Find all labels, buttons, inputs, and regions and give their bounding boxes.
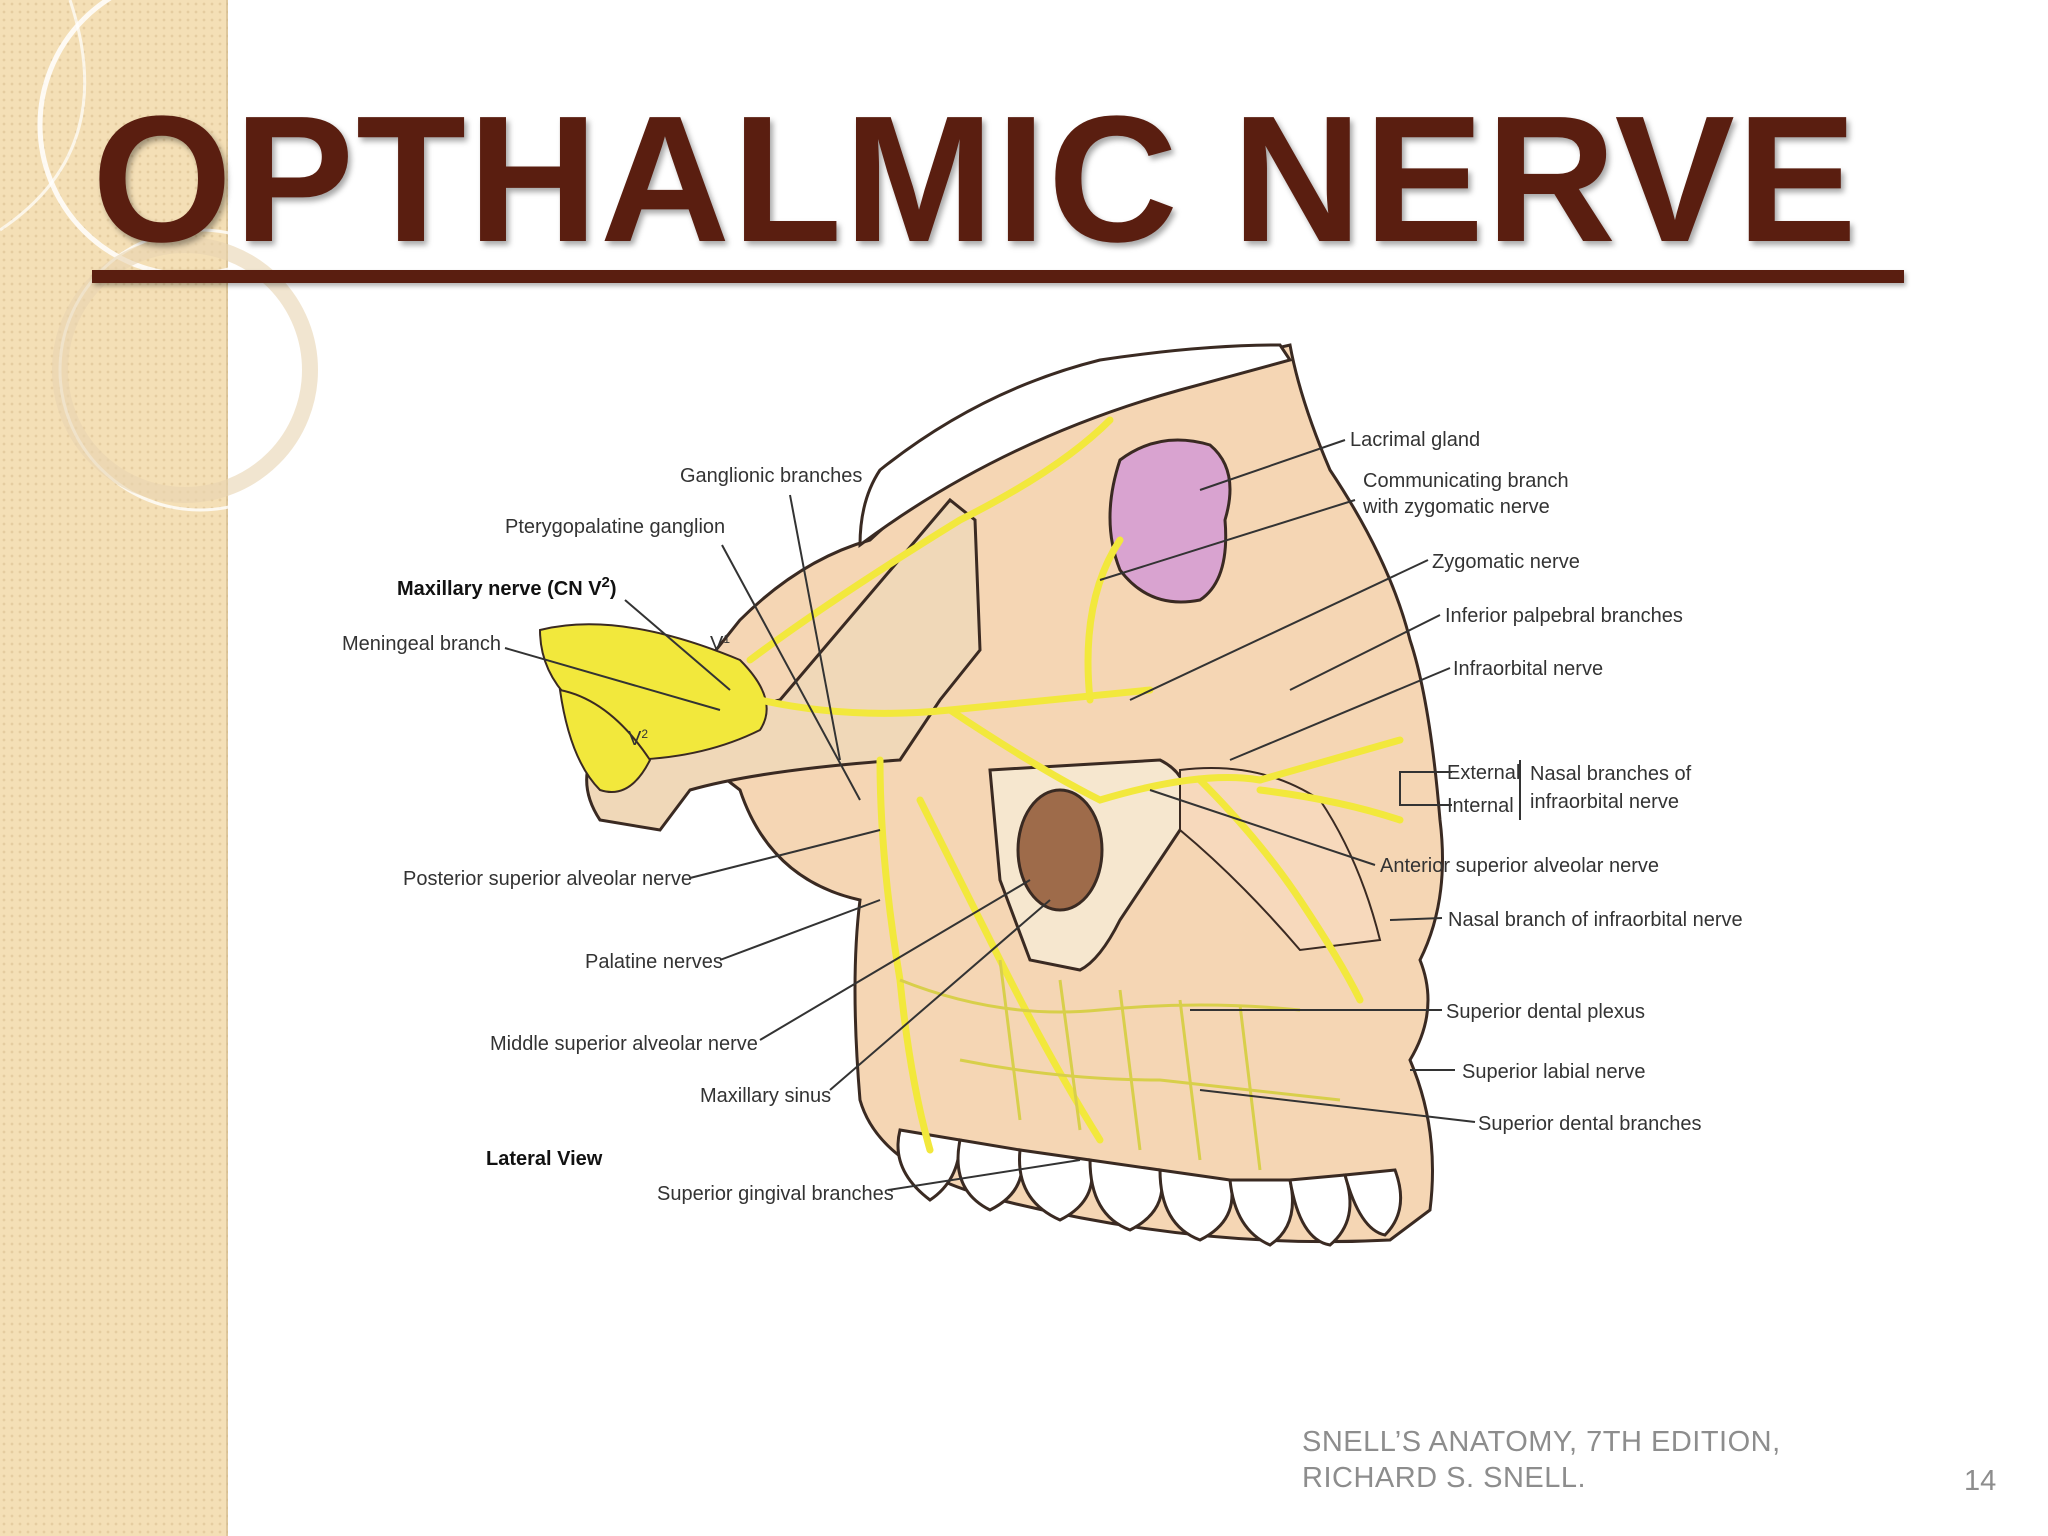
label-communicating-branch-1: Communicating branch (1363, 470, 1569, 492)
source-line-2: RICHARD S. SNELL. (1302, 1462, 1587, 1494)
slide-title: OPTHALMIC NERVE (92, 79, 1859, 280)
label-superior-gingival: Superior gingival branches (657, 1183, 894, 1205)
left-labels: Ganglionic branches Pterygopalatine gang… (342, 465, 894, 1205)
lacrimal-gland (1108, 438, 1232, 604)
label-internal: Internal (1447, 795, 1514, 817)
label-anterior-superior-alveolar: Anterior superior alveolar nerve (1380, 855, 1659, 877)
maxillary-nerve-close: ) (610, 578, 617, 600)
source-line-1: SNELL’S ANATOMY, 7TH EDITION, (1302, 1426, 1781, 1458)
label-v1: V1 (710, 632, 730, 655)
label-nasal-branch-infraorbital: Nasal branch of infraorbital nerve (1448, 909, 1743, 931)
meningeal-ganglion-part (558, 688, 652, 793)
label-lacrimal-gland: Lacrimal gland (1350, 429, 1480, 451)
label-maxillary-nerve: Maxillary nerve (CN V2) (397, 574, 617, 600)
maxillary-nerve-sup: 2 (602, 574, 610, 591)
leader-lines (504, 439, 1521, 1191)
label-maxillary-sinus: Maxillary sinus (700, 1085, 831, 1107)
label-middle-superior-alveolar: Middle superior alveolar nerve (490, 1033, 758, 1055)
title-underline (92, 270, 1904, 283)
maxillary-sinus (1016, 788, 1104, 912)
orbital-roof (858, 343, 1293, 548)
right-labels: Lacrimal gland Communicating branch with… (1350, 429, 1743, 1135)
label-ganglionic-branches: Ganglionic branches (680, 465, 862, 487)
maxillary-nerve-text: Maxillary nerve (CN V (397, 578, 602, 600)
label-pterygopalatine-ganglion: Pterygopalatine ganglion (505, 516, 725, 538)
label-inferior-palpebral: Inferior palpebral branches (1445, 605, 1683, 627)
label-superior-dental-plexus: Superior dental plexus (1446, 1001, 1645, 1023)
teeth (896, 1128, 1403, 1247)
label-v2: V2 (628, 727, 648, 750)
label-external: External (1447, 762, 1520, 784)
nerve-branches-thin (899, 959, 1341, 1171)
label-posterior-superior-alveolar: Posterior superior alveolar nerve (403, 868, 692, 890)
label-zygomatic-nerve: Zygomatic nerve (1432, 551, 1580, 573)
label-communicating-branch-2: with zygomatic nerve (1362, 496, 1550, 518)
skull-lateral-drawing (538, 343, 1444, 1247)
label-nasal-branches-1: Nasal branches of (1530, 763, 1692, 785)
label-superior-dental-branches: Superior dental branches (1478, 1113, 1701, 1135)
source-citation: SNELL’S ANATOMY, 7TH EDITION, RICHARD S.… (1302, 1424, 1922, 1496)
label-palatine-nerves: Palatine nerves (585, 951, 723, 973)
label-nasal-branches-2: infraorbital nerve (1530, 791, 1679, 813)
label-superior-labial: Superior labial nerve (1462, 1061, 1645, 1083)
page-number: 14 (1964, 1465, 1997, 1497)
label-meningeal-branch: Meningeal branch (342, 633, 501, 655)
label-lateral-view: Lateral View (486, 1148, 603, 1170)
label-infraorbital-nerve: Infraorbital nerve (1453, 658, 1603, 680)
